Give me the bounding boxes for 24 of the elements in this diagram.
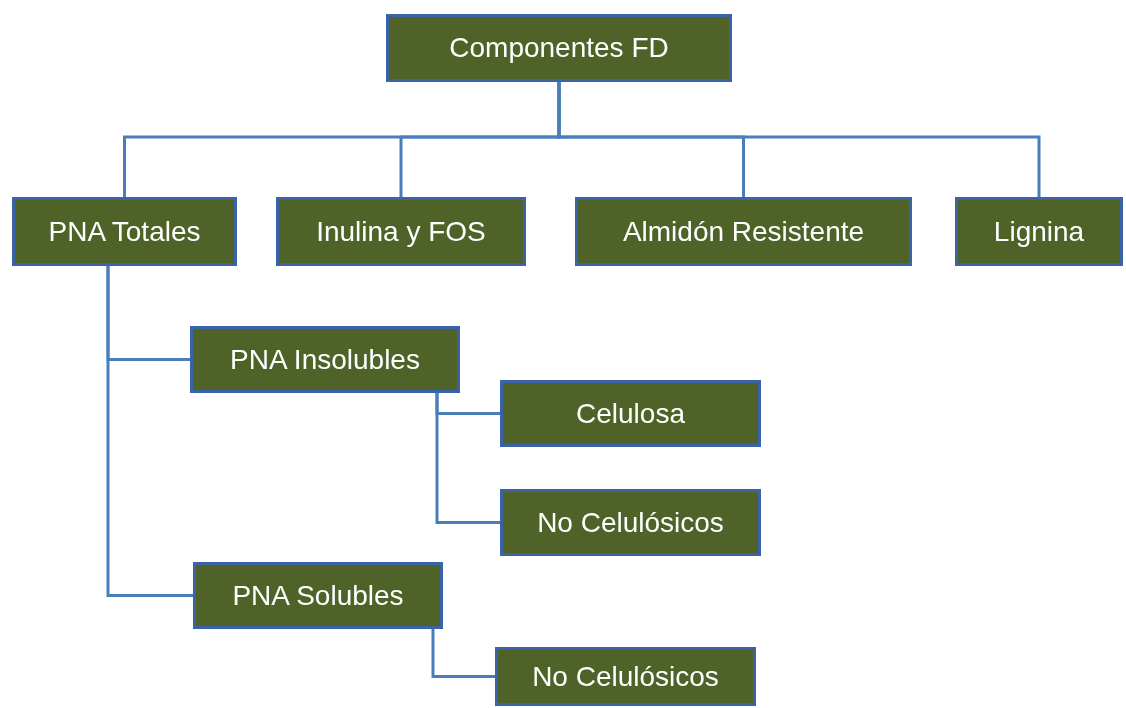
box-label: PNA Totales (48, 215, 201, 248)
box-label: Inulina y FOS (316, 215, 486, 248)
box-label: PNA Solubles (232, 579, 404, 612)
category-box (12, 197, 237, 266)
category-box (495, 647, 756, 706)
category-box (386, 14, 732, 82)
connector-line (557, 82, 1041, 197)
box-label: Lignina (993, 215, 1085, 248)
connector-line (431, 629, 495, 678)
category-box (575, 197, 912, 266)
category-box (500, 380, 761, 447)
connector-line (435, 393, 500, 524)
category-box (500, 489, 761, 556)
connector-line (106, 266, 193, 597)
category-box (276, 197, 526, 266)
box-label: Componentes FD (449, 32, 669, 64)
category-box (193, 562, 443, 629)
box-label: No Celulósicos (537, 506, 724, 539)
box-label: Celulosa (576, 397, 685, 430)
box-label: PNA Insolubles (230, 343, 420, 376)
category-box (955, 197, 1123, 266)
category-box (190, 326, 460, 393)
box-label: No Celulósicos (532, 660, 719, 693)
box-label: Almidón Resistente (622, 215, 865, 248)
